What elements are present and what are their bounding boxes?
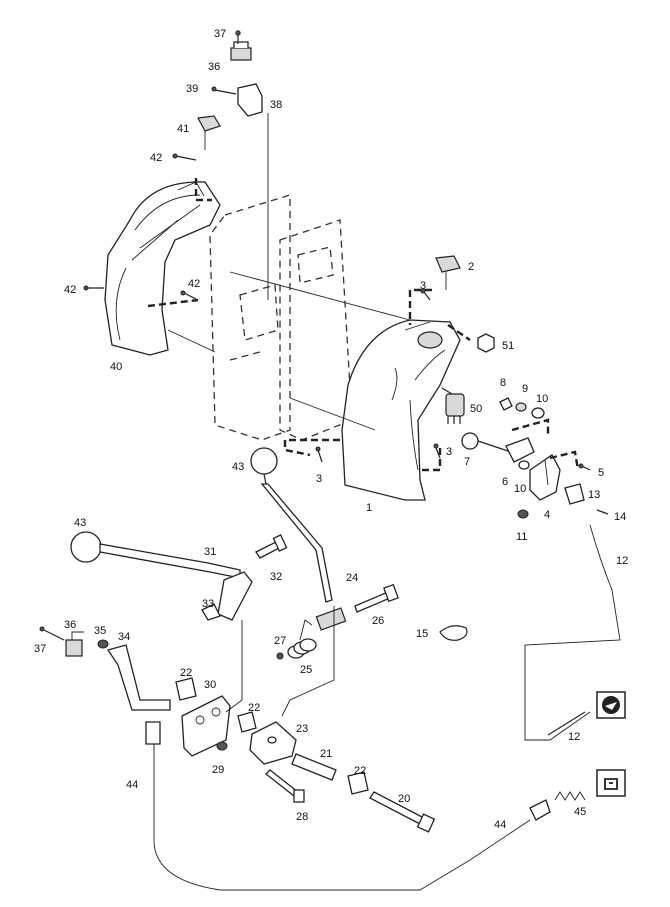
label-24: 24 (346, 572, 358, 584)
label-22-left: 22 (180, 667, 192, 679)
lever-24 (250, 447, 347, 631)
label-10-bottom: 10 (514, 483, 526, 495)
part-labels: 37 36 39 38 41 42 2 3 51 40 42 42 8 9 10… (34, 28, 628, 831)
bracket-34 (106, 644, 171, 711)
label-22-mid: 22 (248, 702, 260, 714)
label-25: 25 (300, 664, 312, 676)
label-35: 35 (94, 625, 106, 637)
label-4: 4 (544, 509, 550, 521)
indicator-icon-2 (596, 769, 626, 797)
label-51: 51 (502, 340, 514, 352)
label-44-left: 44 (126, 779, 138, 791)
cable-44 (145, 721, 551, 891)
indicator-icon-1 (596, 691, 626, 719)
spring-45 (554, 791, 586, 801)
right-cover-1 (283, 288, 471, 501)
bushing-22a (175, 677, 197, 701)
label-37-bottom: 37 (34, 643, 46, 655)
lever-31 (70, 531, 253, 621)
label-42-mid: 42 (188, 278, 200, 290)
label-2: 2 (468, 261, 474, 273)
bushing-22b (237, 711, 257, 733)
label-30: 30 (204, 679, 216, 691)
label-28: 28 (296, 811, 308, 823)
top-switch-assembly (211, 30, 263, 117)
label-7: 7 (464, 456, 470, 468)
switch-50 (441, 387, 465, 424)
label-45: 45 (574, 806, 586, 818)
plate-30 (181, 695, 231, 757)
label-44-right: 44 (494, 819, 506, 831)
sleeve-21 (291, 753, 337, 781)
label-42-top: 42 (150, 152, 162, 164)
label-12-bottom: 12 (568, 731, 580, 743)
label-50: 50 (470, 403, 482, 415)
label-11: 11 (516, 531, 527, 543)
label-23: 23 (296, 723, 308, 735)
label-6: 6 (502, 476, 508, 488)
frame-plates (209, 194, 353, 441)
bolt-26 (354, 591, 391, 613)
label-29: 29 (212, 764, 224, 776)
label-38: 38 (270, 99, 282, 111)
clip-15 (439, 625, 468, 641)
label-41: 41 (177, 123, 189, 135)
bushing-22c (347, 771, 369, 795)
cap-2 (435, 255, 461, 273)
label-42-left: 42 (64, 284, 76, 296)
label-34: 34 (118, 631, 130, 643)
label-37-top: 37 (214, 28, 226, 40)
left-cover-40 (104, 178, 221, 356)
label-43-top: 43 (232, 461, 244, 473)
label-31: 31 (204, 546, 216, 558)
label-22-right: 22 (354, 765, 366, 777)
label-1: 1 (366, 502, 372, 514)
label-12-top: 12 (616, 555, 628, 567)
label-5: 5 (598, 467, 604, 479)
label-20: 20 (398, 793, 410, 805)
label-3-right: 3 (446, 446, 452, 458)
label-10-top: 10 (536, 393, 548, 405)
label-32: 32 (270, 571, 282, 583)
label-13: 13 (588, 489, 600, 501)
label-36-top: 36 (208, 61, 220, 73)
label-15: 15 (416, 628, 428, 640)
label-39: 39 (186, 83, 198, 95)
bracket-assembly (461, 397, 609, 519)
label-40: 40 (110, 361, 122, 373)
label-3-top: 3 (420, 280, 426, 292)
label-26: 26 (372, 615, 384, 627)
washer-29 (216, 741, 228, 751)
label-36-bottom: 36 (64, 619, 76, 631)
nut-51 (477, 333, 495, 353)
bolt-28 (265, 769, 299, 797)
label-14: 14 (614, 511, 626, 523)
label-43-left: 43 (74, 517, 86, 529)
spring-25 (276, 619, 317, 660)
label-3-bottom: 3 (316, 473, 322, 485)
label-33: 33 (202, 598, 214, 610)
clip-41 (197, 115, 221, 132)
label-21: 21 (320, 748, 332, 760)
bolt-20 (369, 791, 425, 825)
lower-switch (39, 626, 109, 657)
label-9: 9 (522, 383, 528, 395)
label-8: 8 (500, 377, 506, 389)
label-27: 27 (274, 635, 286, 647)
